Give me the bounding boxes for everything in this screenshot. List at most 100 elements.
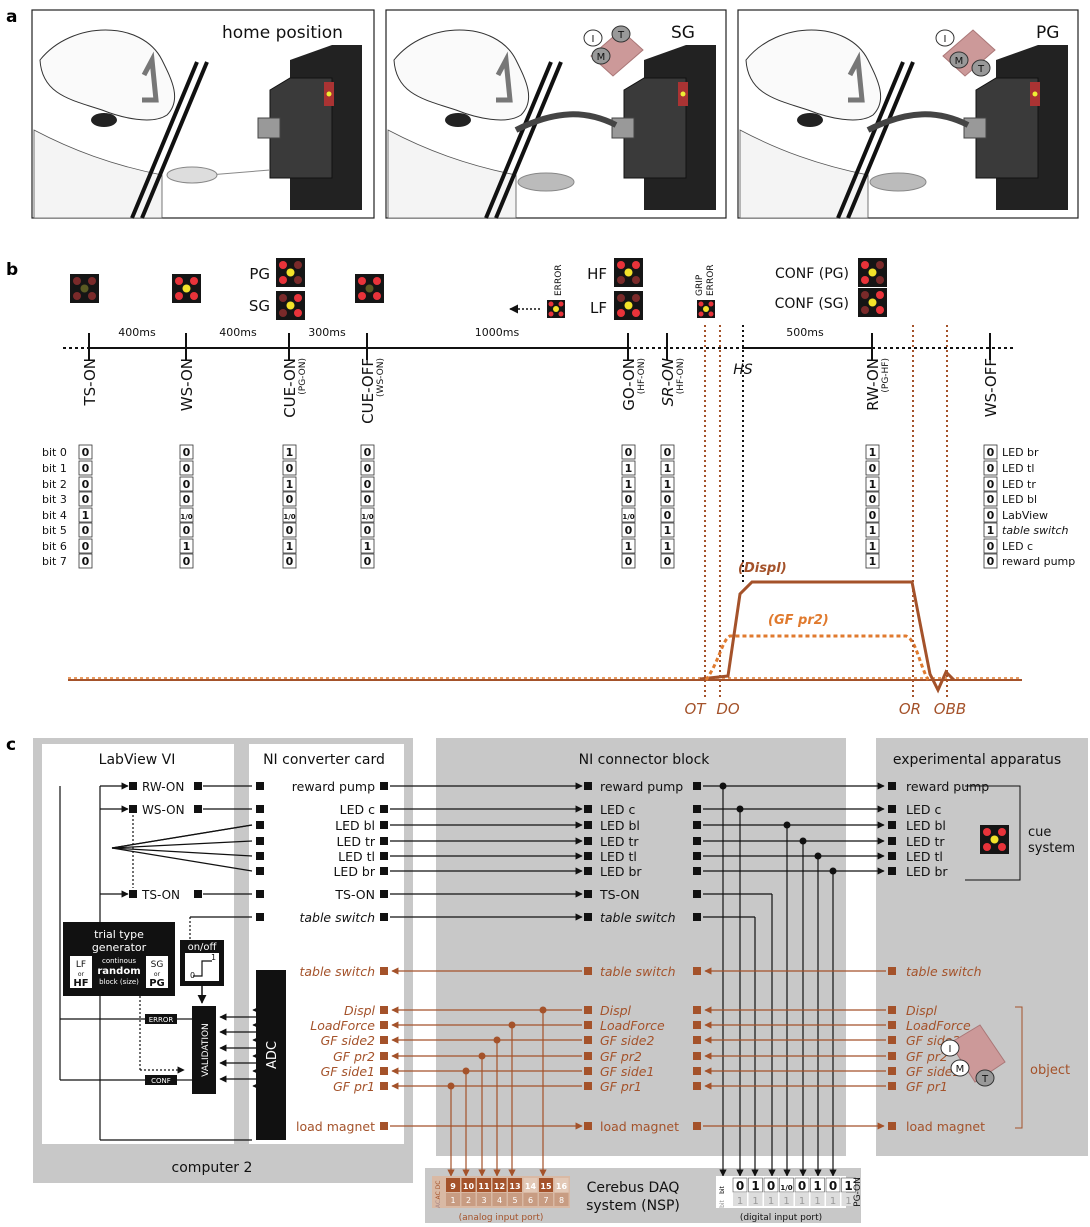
bit-cell	[179, 522, 194, 538]
port-square	[584, 837, 592, 845]
bit-cell	[983, 444, 998, 460]
bit-cell	[78, 553, 93, 569]
bit-name: reward pump	[1002, 555, 1075, 568]
port-square	[380, 1006, 388, 1014]
bit-cell	[983, 491, 998, 507]
fan-wire	[111, 824, 253, 849]
bit-name: LabView	[1002, 509, 1048, 522]
analog-row-label: GF side2	[600, 1033, 654, 1048]
digital-pin	[810, 1193, 825, 1206]
analog-row-label: Displ	[906, 1003, 938, 1018]
port-square	[888, 1021, 896, 1029]
cue-system-label: cue	[1028, 825, 1051, 840]
led-tl	[175, 277, 183, 285]
analog-row-label: GF side2	[321, 1033, 375, 1048]
port-square	[693, 1052, 701, 1060]
port-square	[584, 967, 592, 975]
digital-pin-value: 1	[751, 1179, 759, 1193]
continuous-label: continous	[102, 957, 136, 965]
bit-value: 0	[869, 493, 877, 506]
analog-row-label: table switch	[299, 964, 375, 979]
led	[548, 301, 554, 307]
converter-row-label: reward pump	[292, 779, 375, 794]
digital-pin	[841, 1193, 856, 1206]
analog-pin-num: 3	[481, 1196, 486, 1205]
fan-wire	[111, 840, 253, 849]
port-square	[693, 852, 701, 860]
led-c	[624, 301, 633, 310]
bit-value: 1	[183, 540, 191, 553]
object-label: object	[1030, 1063, 1070, 1078]
event-label: GO-ON	[620, 358, 638, 411]
finger-label: M	[956, 1064, 965, 1075]
mark-label: OT	[685, 700, 708, 718]
digital-pin	[810, 1177, 825, 1193]
led-c	[624, 268, 633, 277]
cue-ws-icon	[172, 274, 201, 303]
scene-title: SG	[671, 23, 695, 43]
port-square	[256, 890, 264, 898]
bit-label: bit 2	[42, 478, 67, 491]
bit-name: LED tl	[1002, 462, 1034, 475]
analog-row-label: GF pr2	[600, 1049, 642, 1064]
bit-value: 0	[364, 555, 372, 568]
bit-value: 0	[286, 524, 294, 537]
cue-system-label-2: system	[1028, 841, 1075, 856]
bit-value: 1/0	[622, 513, 634, 521]
bit-value: 1	[286, 540, 294, 553]
bit-cell	[78, 476, 93, 492]
port-square	[380, 890, 388, 898]
monkey-body	[387, 129, 517, 219]
cue-off-icon	[355, 274, 384, 303]
digital-pin	[763, 1177, 779, 1193]
object-bracket	[1015, 1006, 1023, 1129]
led-tl	[279, 261, 287, 269]
port-square	[584, 782, 592, 790]
random-label: random	[97, 966, 140, 977]
finger-label: M	[597, 52, 606, 63]
port-square	[380, 837, 388, 845]
bit-value: 1	[364, 540, 372, 553]
led-bl	[617, 309, 625, 317]
analog-pin-num: 10	[463, 1182, 475, 1191]
converter-row-label: LED tl	[338, 849, 375, 864]
bit-cell	[865, 553, 880, 569]
port-square	[888, 1036, 896, 1044]
finger-label: M	[955, 56, 964, 67]
analog-row-label: GF pr2	[906, 1049, 948, 1064]
bit-cell	[621, 522, 636, 538]
connector-row-label: reward pump	[600, 779, 683, 794]
apparatus-row-label: reward pump	[906, 779, 989, 794]
bit-cell	[179, 507, 194, 523]
analog-pin	[492, 1178, 507, 1192]
bit-value: 1	[625, 540, 633, 553]
gf-trace	[704, 634, 930, 681]
port-square	[693, 867, 701, 875]
bit-cell	[865, 476, 880, 492]
validation-label: VALIDATION	[201, 1023, 211, 1077]
analog-pin	[492, 1193, 507, 1206]
bit-cell	[621, 476, 636, 492]
digital-pin	[732, 1177, 748, 1193]
bit-value: 0	[664, 446, 672, 459]
bit-cell	[360, 522, 375, 538]
monkey-head	[39, 29, 176, 121]
digital-pin-value: 1	[752, 1196, 758, 1207]
port-square	[380, 782, 388, 790]
event-sublabel: (WS-ON)	[376, 358, 386, 397]
bit-value: 0	[869, 462, 877, 475]
finger-t-icon	[971, 59, 991, 77]
bit-cell	[282, 507, 297, 523]
bit-name: table switch	[1002, 524, 1069, 537]
bit-cell	[660, 476, 675, 492]
reward-spout	[495, 51, 513, 103]
bit-cell	[282, 460, 297, 476]
port-square	[584, 1021, 592, 1029]
apparatus-front	[975, 77, 1039, 179]
bit-value: 0	[286, 493, 294, 506]
led-c	[365, 284, 374, 293]
led-tl	[617, 294, 625, 302]
